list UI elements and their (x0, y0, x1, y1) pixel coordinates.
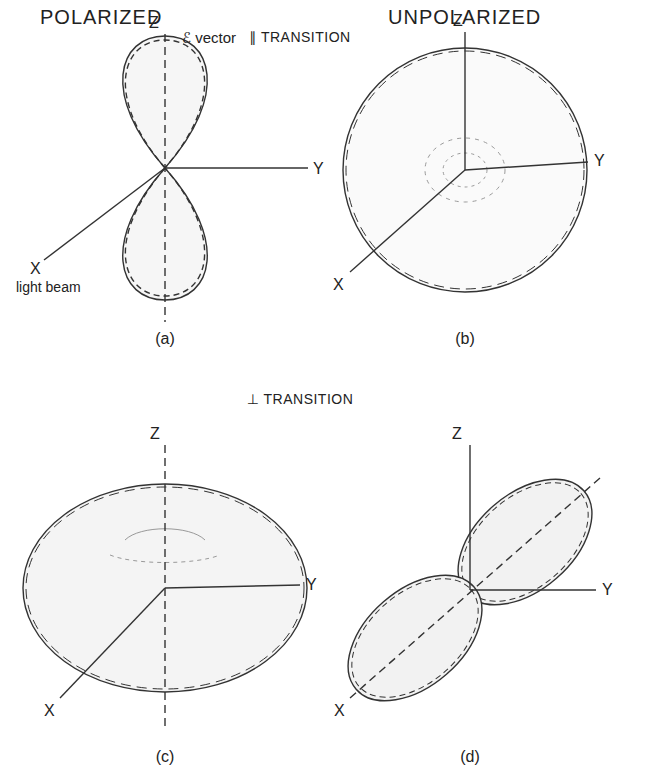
axis-label: Z (453, 12, 463, 30)
x-axis (350, 478, 600, 698)
y-axis (470, 589, 596, 590)
beam-label: light beam (16, 280, 81, 295)
x-axis (350, 170, 465, 272)
axis-label: Y (602, 581, 613, 599)
section-heading: ∥ TRANSITION (249, 30, 350, 45)
axis-label: X (44, 702, 55, 720)
axis-label: Y (313, 160, 324, 178)
panel-label: (c) (156, 748, 175, 766)
lobe-outline (330, 555, 501, 720)
y-axis (465, 162, 588, 170)
axis-label: X (30, 260, 41, 278)
axis-label: Z (149, 14, 159, 32)
z-axis (464, 32, 465, 170)
section-heading: ⊥ TRANSITION (247, 392, 354, 407)
column-heading: POLARIZED (40, 6, 162, 28)
z-axis (164, 34, 165, 322)
column-heading: UNPOLARIZED (388, 6, 541, 28)
axis-label: Y (594, 152, 605, 170)
axis-label: X (334, 702, 345, 720)
y-axis (165, 585, 300, 588)
panel-label: (a) (155, 330, 175, 348)
lobe (325, 551, 506, 726)
z-axis (469, 445, 470, 590)
panel-label: (d) (460, 748, 480, 766)
axis-label: Y (306, 576, 317, 594)
z-axis (164, 445, 165, 728)
vector-label: ℰ vector (182, 30, 236, 47)
axis-label: Z (150, 425, 160, 443)
x-axis (44, 168, 165, 260)
axis-label: X (333, 276, 344, 294)
x-axis (60, 588, 165, 698)
axis-label: Z (452, 425, 462, 443)
panel-label: (b) (455, 330, 475, 348)
y-axis (165, 167, 308, 168)
